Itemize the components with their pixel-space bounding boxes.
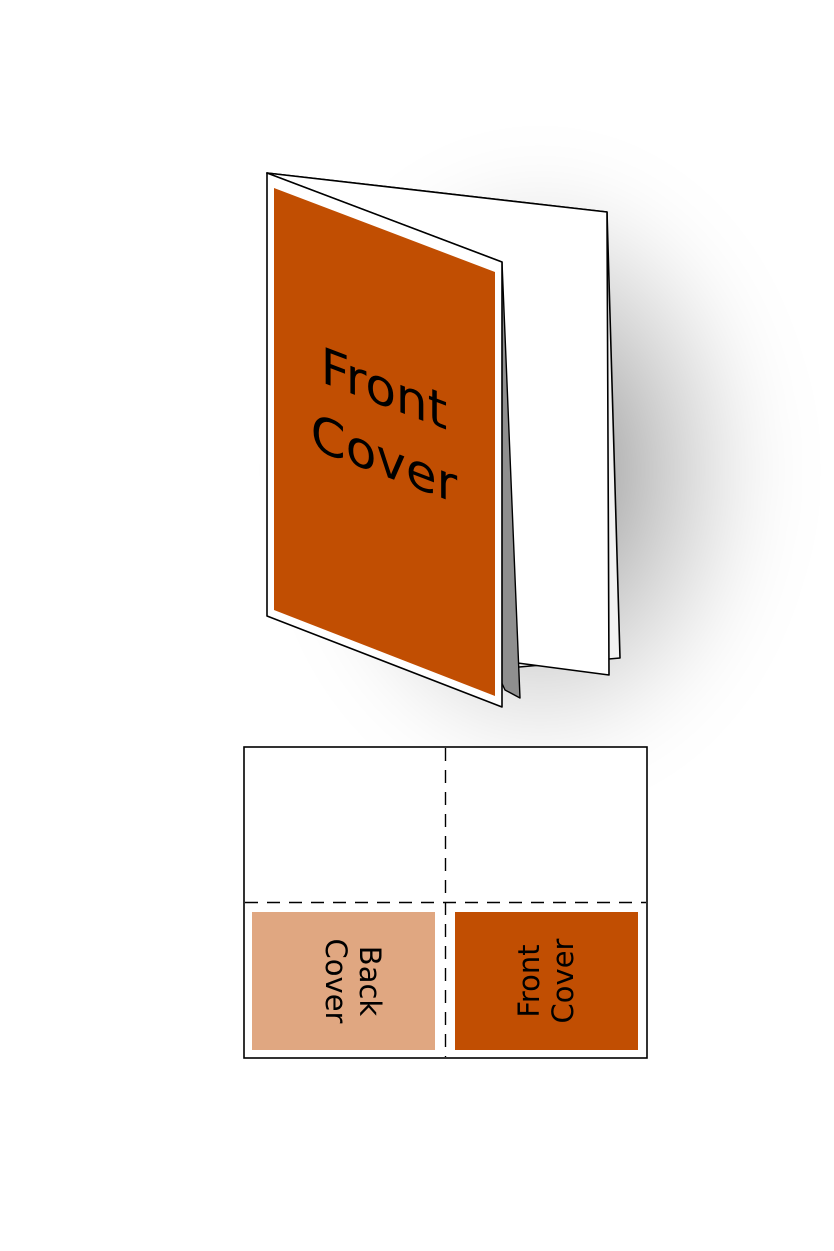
front-cover-label: Front Cover bbox=[512, 938, 580, 1023]
back-cover-line1: Back bbox=[353, 946, 387, 1017]
front-cover-line1: Front bbox=[512, 944, 546, 1017]
folded-booklet: Front Cover bbox=[266, 172, 621, 708]
flat-layout: Back Cover Front Cover bbox=[243, 746, 648, 1059]
front-cover-line2: Cover bbox=[546, 938, 580, 1023]
booklet-front-cover bbox=[274, 188, 495, 696]
back-cover-panel bbox=[252, 912, 435, 1050]
back-cover-line2: Cover bbox=[319, 939, 353, 1024]
front-cover-panel bbox=[455, 912, 638, 1050]
back-cover-label: Back Cover bbox=[319, 939, 387, 1024]
